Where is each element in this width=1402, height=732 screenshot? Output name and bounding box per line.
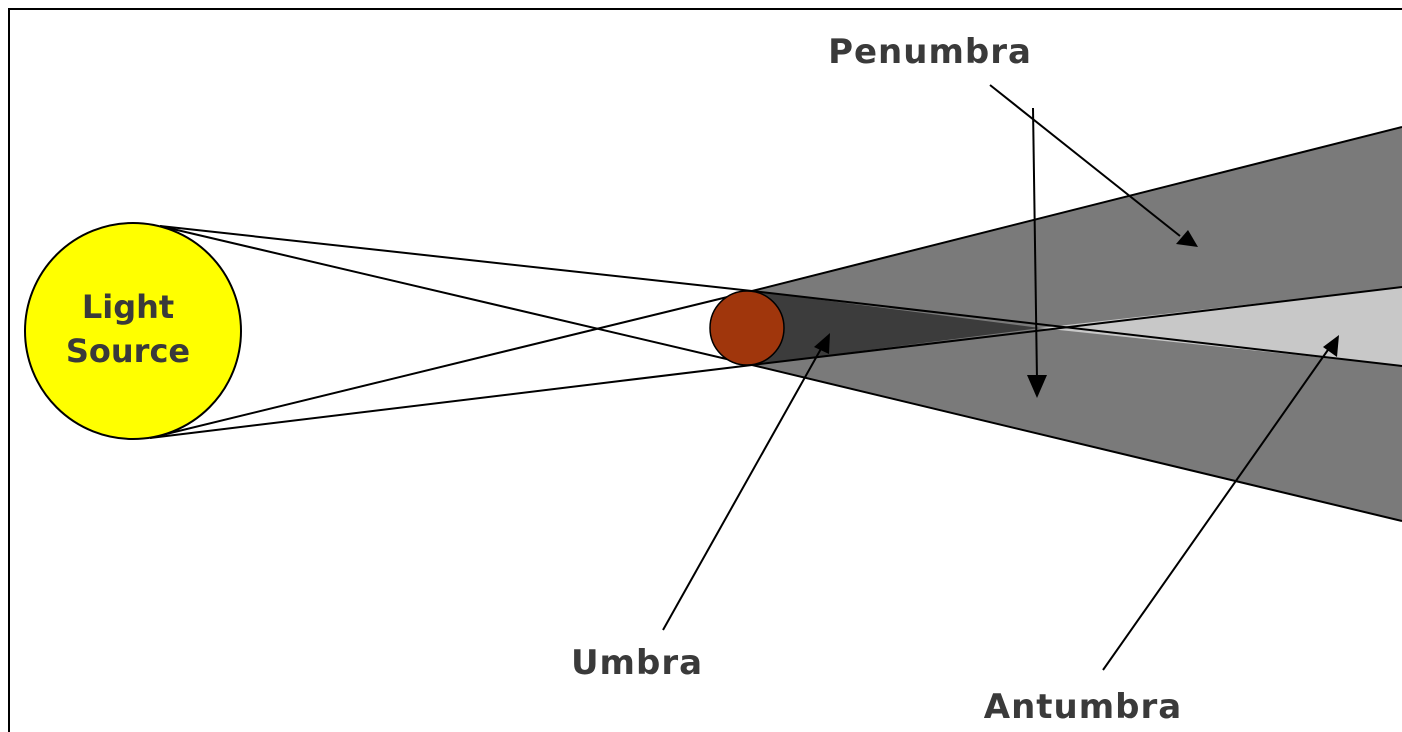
umbra-label: Umbra bbox=[571, 643, 703, 683]
penumbra-label: Penumbra bbox=[828, 32, 1032, 72]
light-source-label-line2: Source bbox=[66, 332, 190, 370]
light-source-label-line1: Light bbox=[82, 288, 174, 326]
antumbra-label: Antumbra bbox=[984, 687, 1182, 727]
light-source-circle bbox=[25, 223, 241, 439]
opaque-object bbox=[710, 291, 784, 365]
